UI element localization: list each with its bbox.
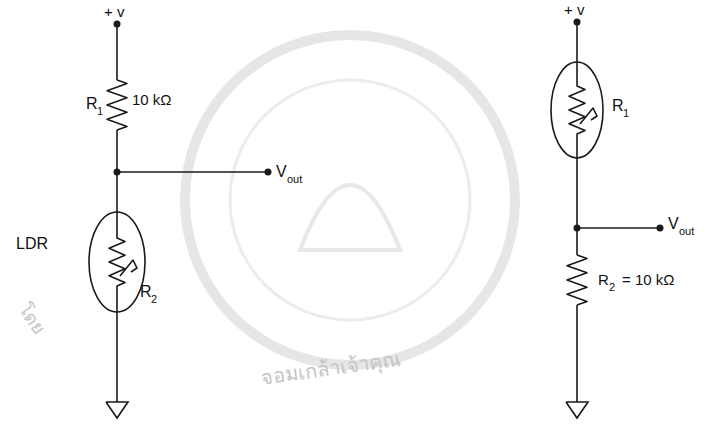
wire (116, 24, 118, 80)
wire (576, 158, 578, 228)
part-name: R (140, 284, 152, 300)
part-subscript: 1 (623, 108, 629, 119)
supply-label: + v (104, 4, 124, 19)
part-subscript: 2 (151, 294, 157, 305)
light-mark (580, 108, 597, 124)
resistor-symbol (567, 255, 587, 305)
ground-symbol (106, 402, 128, 418)
ldr-resistor-symbol (109, 212, 125, 312)
part-name: R (598, 272, 609, 287)
resistance-value: 10 kΩ (132, 92, 172, 107)
light-mark (120, 260, 137, 276)
part-subscript: 2 (609, 282, 615, 293)
ground-symbol (566, 402, 588, 418)
wire (117, 171, 268, 173)
ldr-outline (89, 212, 145, 312)
part-name: LDR (16, 236, 48, 252)
wire (576, 305, 578, 402)
wire (116, 172, 118, 212)
ldr-resistor-symbol (569, 62, 585, 158)
wire (576, 228, 578, 255)
part-name: R (612, 98, 624, 114)
output-terminal (657, 225, 664, 232)
watermark: โดย (15, 300, 49, 337)
signal-name: V (668, 216, 679, 232)
part-subscript: 1 (97, 106, 103, 117)
signal-name: V (276, 164, 287, 180)
resistor-symbol (107, 80, 127, 130)
signal-subscript: out (679, 226, 694, 237)
signal-subscript: out (287, 174, 302, 185)
part-name: R (86, 96, 98, 112)
supply-label: + v (564, 2, 584, 17)
wire (116, 130, 118, 172)
watermark-emblem (185, 35, 515, 365)
wire (577, 227, 660, 229)
ldr-outline (551, 62, 603, 158)
output-terminal (265, 169, 272, 176)
wire (116, 312, 118, 402)
wire (576, 22, 578, 62)
resistance-value: = 10 kΩ (622, 272, 675, 287)
